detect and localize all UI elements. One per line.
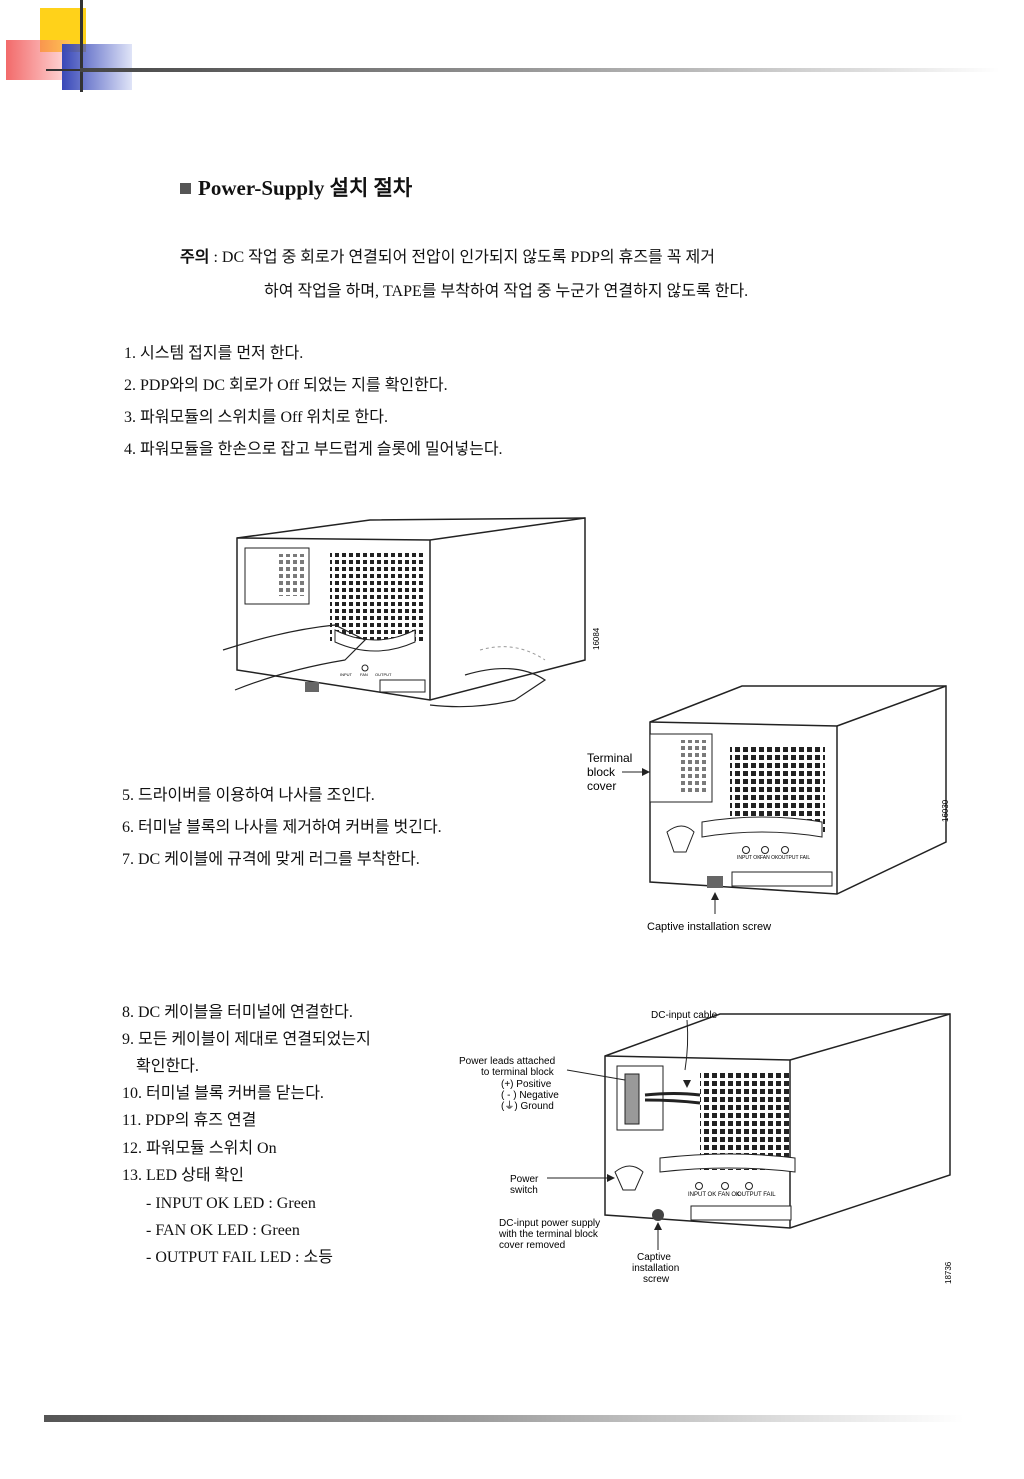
logo-red-square [6, 40, 70, 80]
fig1-led-output-label: OUTPUT [375, 672, 392, 677]
logo-vertical-line [80, 0, 83, 92]
fig3-cable-label: DC-input cable [651, 1010, 718, 1021]
fig3-leads-label-4: ( - ) Negative [501, 1090, 559, 1101]
fig3-switch-label-2: switch [510, 1185, 538, 1196]
led-output-status: - OUTPUT FAIL LED : 소등 [146, 1249, 333, 1266]
fig2-terminal-label-3: cover [587, 779, 616, 793]
fig3-supply-label-3: cover removed [499, 1240, 565, 1251]
step-3: 3. 파워모듈의 스위치를 Off 위치로 한다. [124, 409, 389, 426]
caution-label: 주의 [180, 249, 210, 266]
fig3-screw-label-3: screw [643, 1274, 670, 1285]
step-10: 10. 터미널 블록 커버를 닫는다. [122, 1085, 324, 1102]
fig3-leads-label-3: (+) Positive [501, 1079, 552, 1090]
fig3-screw-label-1: Captive [637, 1252, 671, 1263]
caution-text-1: : DC 작업 중 회로가 연결되어 전압이 인가되지 않도록 PDP의 휴즈를… [209, 249, 715, 266]
fig3-supply-label-2: with the terminal block [498, 1229, 599, 1240]
fig3-leads-label-5: (⏚) Ground [501, 1100, 554, 1112]
fig3-led-input-label: INPUT OK [688, 1192, 716, 1198]
led-input-status: - INPUT OK LED : Green [146, 1195, 316, 1212]
step-7: 7. DC 케이블에 규격에 맞게 러그를 부착한다. [122, 851, 420, 868]
step-9: 9. 모든 케이블이 제대로 연결되었는지 [122, 1031, 371, 1048]
square-bullet-icon [180, 183, 191, 194]
step-4: 4. 파워모듈을 한손으로 잡고 부드럽게 슬롯에 밀어넣는다. [124, 441, 503, 458]
step-8: 8. DC 케이블을 터미널에 연결한다. [122, 1004, 353, 1021]
step-5: 5. 드라이버를 이용하여 나사를 조인다. [122, 787, 375, 804]
fig3-id: 18736 [944, 1261, 953, 1284]
slide-logo [0, 0, 140, 95]
fig2-led-output-label: OUTPUT FAIL [778, 855, 810, 861]
step-11: 11. PDP의 휴즈 연결 [122, 1112, 257, 1129]
page-title: Power-Supply 설치 절차 [180, 172, 412, 202]
footer-rule [44, 1415, 964, 1422]
step-9-cont: 확인한다. [136, 1058, 199, 1075]
fig3-led-output-label: OUTPUT FAIL [737, 1192, 776, 1198]
fig2-id: 16030 [941, 799, 950, 822]
step-13: 13. LED 상태 확인 [122, 1167, 244, 1184]
fig3-supply-label-1: DC-input power supply [499, 1218, 600, 1229]
logo-horizontal-line [46, 69, 88, 71]
led-fan-status: - FAN OK LED : Green [146, 1222, 300, 1239]
figure-module-insertion: INPUT FAN OUTPUT 16084 [222, 517, 601, 708]
figure-terminal-block: INPUT OK FAN OK OUTPUT FAIL Terminal blo… [587, 685, 950, 933]
page-title-text: Power-Supply 설치 절차 [198, 176, 413, 200]
header-rule [80, 68, 1000, 72]
fig1-led-input-label: INPUT [340, 672, 353, 677]
fig2-terminal-label-2: block [587, 765, 616, 779]
step-2: 2. PDP와의 DC 회로가 Off 되었는 지를 확인한다. [124, 377, 448, 394]
step-1: 1. 시스템 접지를 먼저 한다. [124, 345, 304, 362]
caution-line-1: 주의 : DC 작업 중 회로가 연결되어 전압이 인가되지 않도록 PDP의 … [180, 248, 715, 268]
fig1-led-fan-label: FAN [360, 672, 368, 677]
fig1-id: 16084 [592, 627, 601, 650]
step-6: 6. 터미날 블록의 나사를 제거하여 커버를 벗긴다. [122, 819, 442, 836]
fig3-leads-label-1: Power leads attached [459, 1056, 555, 1067]
figure-dc-cable-connection: INPUT OK FAN OK OUTPUT FAIL DC-input cab… [459, 1010, 953, 1285]
fig3-screw-label-2: installation [632, 1263, 679, 1274]
fig3-switch-label-1: Power [510, 1174, 539, 1185]
fig2-screw-label: Captive installation screw [647, 921, 771, 933]
fig2-led-fan-label: FAN OK [760, 855, 779, 861]
fig3-leads-label-2: to terminal block [481, 1067, 555, 1078]
fig2-terminal-label-1: Terminal [587, 751, 632, 765]
fig2-led-input-label: INPUT OK [737, 855, 761, 861]
fig3-led-fan-label: FAN OK [718, 1192, 740, 1198]
logo-blue-square [62, 44, 132, 90]
caution-line-2: 하여 작업을 하며, TAPE를 부착하여 작업 중 누군가 연결하지 않도록 … [264, 283, 749, 300]
step-12: 12. 파워모듈 스위치 On [122, 1140, 277, 1157]
